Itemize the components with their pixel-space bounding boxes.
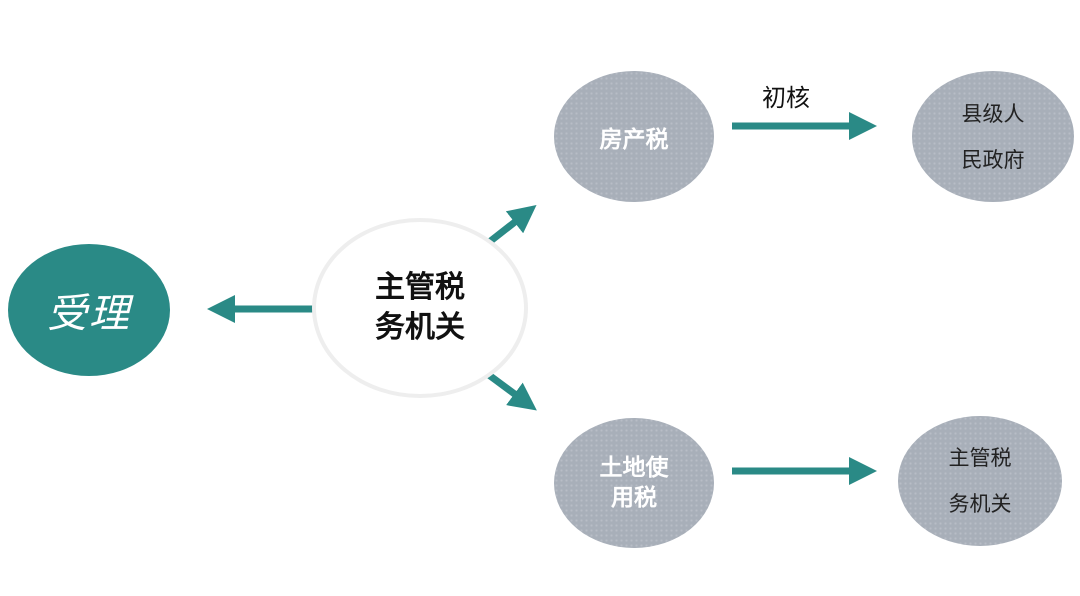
node-property-tax: 房产税 (554, 71, 714, 202)
node-property-tax-label: 房产税 (599, 126, 669, 153)
node-tax-authority-center: 主管税 务机关 (312, 218, 528, 398)
node-county-line2: 民政府 (961, 147, 1025, 172)
node-center-line1: 主管税 (375, 270, 465, 305)
node-center-line2: 务机关 (375, 310, 465, 345)
node-tax-authority-right: 主管税 务机关 (898, 416, 1062, 546)
node-accept: 受理 (8, 244, 170, 376)
edge-label-preliminary-review: 初核 (762, 84, 810, 112)
node-land-line2: 用税 (611, 485, 657, 511)
node-county-government: 县级人 民政府 (912, 71, 1074, 202)
node-county-line1: 县级人 (961, 101, 1025, 126)
node-taxoffice-line1: 主管税 (948, 446, 1012, 470)
node-land-line1: 土地使 (599, 455, 669, 481)
node-accept-label: 受理 (47, 291, 131, 337)
node-taxoffice-line2: 务机关 (948, 492, 1012, 516)
node-land-use-tax: 土地使 用税 (554, 418, 714, 548)
